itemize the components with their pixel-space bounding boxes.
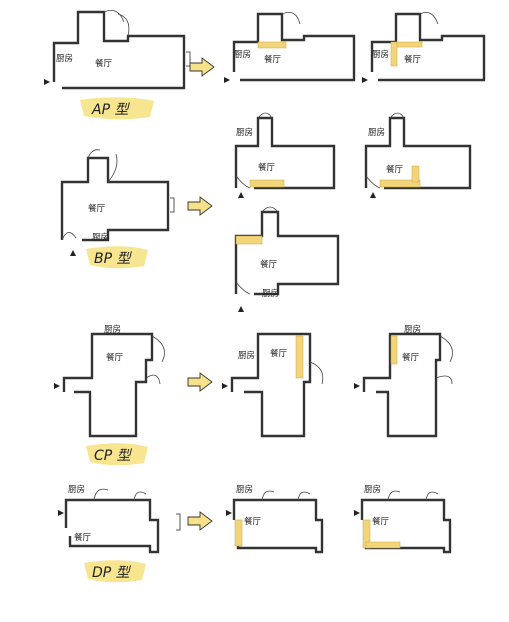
dining-label: 餐厅 [244,517,262,527]
highlight-counter-bottom [365,541,401,549]
kitchen-label: 厨房 [262,288,279,299]
entrance-marker [354,510,360,516]
arrow-right-icon [187,372,213,392]
plan-d-variant-1: 厨房 餐厅 [226,484,324,554]
highlight-counter-side [390,41,398,67]
entrance-marker [54,383,60,389]
type-badge-a: AP 型 [80,97,154,120]
arrow-right-icon [187,511,213,531]
kitchen-label: 厨房 [364,484,381,495]
type-label: DP 型 [92,565,132,581]
type-badge-c: CP 型 [86,443,148,466]
kitchen-label: 厨房 [404,324,421,335]
plan-d-variant-2: 厨房 餐厅 [354,484,452,554]
entrance-marker [362,77,368,83]
kitchen-label: 厨房 [238,350,255,361]
plan-b-variant-1: 厨房 餐厅 [234,112,336,198]
arrow-right-icon [187,196,213,216]
highlight-counter [257,41,287,49]
highlight-counter-side [411,165,420,183]
kitchen-label: 厨房 [68,484,85,495]
row-a: 厨房 餐厅 厨房 餐厅 厨房 餐厅 AP 型 [44,9,486,120]
highlight-counter [395,41,423,48]
entrance-marker [238,192,244,198]
highlight-counter [390,335,398,365]
dining-label: 餐厅 [386,165,404,175]
entrance-marker [238,306,244,312]
plan-a-variant-2: 厨房 餐厅 [362,11,486,83]
highlight-counter [295,335,304,379]
plan-c-variant-2: 厨房 餐厅 [354,324,453,438]
dining-label: 餐厅 [258,163,276,173]
kitchen-label: 厨房 [372,49,389,60]
kitchen-label: 厨房 [368,127,385,138]
dining-label: 餐厅 [372,517,390,527]
plan-b-variant-2: 厨房 餐厅 [364,112,472,198]
dining-label: 餐厅 [106,353,124,363]
dining-label: 餐厅 [402,353,420,363]
type-badge-d: DP 型 [84,560,146,583]
kitchen-label: 厨房 [236,127,253,138]
type-label: AP 型 [91,102,130,118]
plan-c-original: 厨房 餐厅 [54,324,165,438]
entrance-marker [70,250,76,256]
highlight-counter [234,519,243,547]
dining-label: 餐厅 [264,55,282,65]
kitchen-label: 厨房 [104,324,121,335]
plan-c-variant-1: 厨房 餐厅 [222,332,324,438]
dining-label: 餐厅 [95,59,113,69]
kitchen-label: 厨房 [234,49,251,60]
entrance-marker [44,79,50,85]
row-c: 厨房 餐厅 厨房 餐厅 厨房 餐厅 CP 型 [54,324,453,466]
plan-b-original: 餐厅 厨房 [60,149,175,256]
plan-b-variant-3: 餐厅 厨房 [234,206,340,312]
dining-label: 餐厅 [404,55,422,65]
dining-label: 餐厅 [260,260,278,270]
entrance-marker [354,383,360,389]
kitchen-label: 厨房 [92,232,109,243]
row-d: 厨房 餐厅 厨房 餐厅 厨房 餐厅 DP 型 [58,484,452,583]
type-label: CP 型 [94,448,133,464]
entrance-marker [370,192,376,198]
arrow-right-icon [189,57,215,77]
kitchen-label: 厨房 [56,53,73,64]
dining-label: 餐厅 [88,204,106,214]
entrance-marker [222,383,228,389]
type-label: BP 型 [94,251,132,267]
highlight-counter [235,235,263,245]
dining-label: 餐厅 [270,349,288,359]
highlight-counter [249,179,285,188]
entrance-marker [58,510,64,516]
plan-a-original: 厨房 餐厅 [44,9,191,90]
entrance-marker [224,77,230,83]
highlight-counter [379,179,421,188]
type-badge-b: BP 型 [86,246,148,269]
plan-a-variant-1: 厨房 餐厅 [224,11,356,83]
row-b: 餐厅 厨房 厨房 餐厅 厨房 餐厅 [60,112,472,312]
plan-d-original: 厨房 餐厅 [58,484,181,554]
kitchen-label: 厨房 [236,484,253,495]
dining-label: 餐厅 [74,533,92,543]
entrance-marker [226,510,232,516]
